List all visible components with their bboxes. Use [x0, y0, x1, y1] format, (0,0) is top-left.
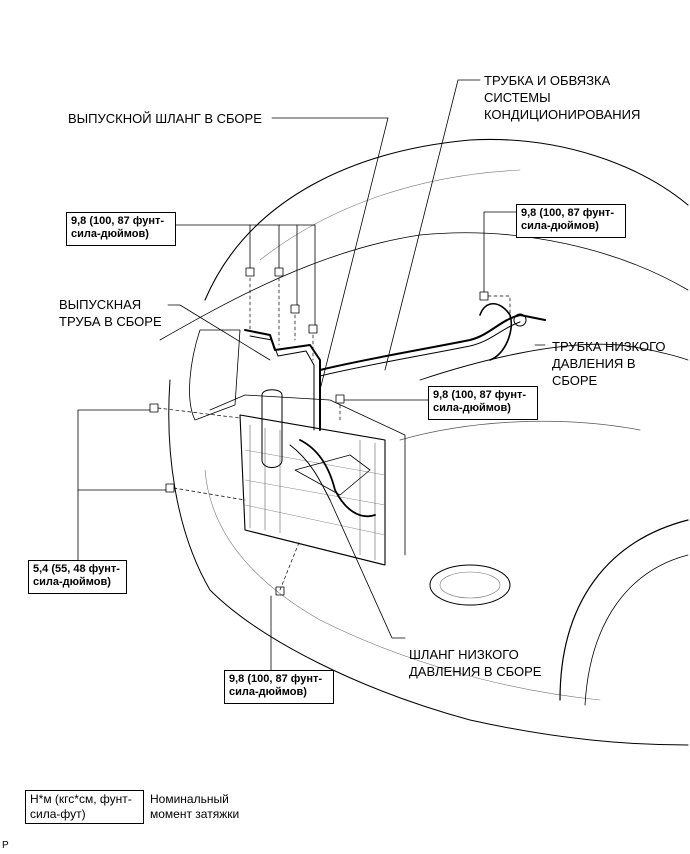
legend-description-line: момент затяжки — [150, 807, 240, 821]
leader-lines — [77, 79, 546, 671]
low-pressure-hose-label-line: ШЛАНГ НИЗКОГО — [409, 647, 519, 662]
install-lines — [157, 277, 511, 591]
discharge-pipe-label: ВЫПУСКНАЯ ТРУБА В СБОРЕ — [59, 296, 162, 330]
discharge-pipe — [244, 329, 321, 431]
discharge-pipe-label-line: ВЫПУСКНАЯ — [59, 297, 142, 312]
headlight-outline — [189, 329, 241, 421]
legend-description: Номинальный момент затяжки — [150, 792, 239, 822]
torque-spec-middle: 9,8 (100, 87 фунт- сила-дюймов) — [428, 386, 538, 420]
torque-spec-line: 9,8 (100, 87 фунт- — [229, 673, 323, 685]
torque-spec-line: сила-дюймов) — [33, 576, 111, 588]
low-pressure-pipe — [319, 314, 546, 371]
torque-spec-line: сила-дюймов) — [71, 228, 149, 240]
hood-edge — [159, 232, 689, 341]
low-pressure-hose-label-line: ДАВЛЕНИЯ В СБОРЕ — [409, 664, 542, 679]
legend-unit-line: сила-фут) — [30, 807, 86, 821]
torque-spec-line: 5,4 (55, 48 фунт- — [33, 563, 120, 575]
fender-outline — [419, 343, 689, 381]
condenser — [239, 414, 386, 566]
receiver-tank — [261, 389, 283, 468]
body-line — [399, 420, 641, 441]
ac-tube-label: ТРУБКА И ОБВЯЗКА СИСТЕМЫ КОНДИЦИОНИРОВАН… — [484, 72, 640, 123]
fog-light — [429, 564, 511, 606]
low-pressure-tube-bend — [479, 302, 512, 361]
torque-spec-top-left: 9,8 (100, 87 фунт- сила-дюймов) — [66, 212, 176, 246]
torque-spec-line: 9,8 (100, 87 фунт- — [521, 207, 615, 219]
torque-spec-line: 9,8 (100, 87 фунт- — [71, 215, 165, 227]
low-pressure-tube-label: ТРУБКА НИЗКОГО ДАВЛЕНИЯ В СБОРЕ — [552, 338, 666, 389]
hood-inner-line — [259, 169, 521, 261]
torque-spec-left: 5,4 (55, 48 фунт- сила-дюймов) — [28, 560, 127, 594]
legend-unit-line: Н*м (кгс*см, фунт- — [30, 792, 132, 806]
bumper-outline — [168, 379, 689, 746]
figure-code: P — [2, 840, 9, 851]
hood-outline — [204, 138, 689, 301]
ac-tube-label-line: ТРУБКА И ОБВЯЗКА — [484, 73, 611, 88]
low-pressure-hose — [299, 439, 376, 518]
low-pressure-tube-label-line: ТРУБКА НИЗКОГО — [552, 339, 666, 354]
low-pressure-hose-label: ШЛАНГ НИЗКОГО ДАВЛЕНИЯ В СБОРЕ — [409, 646, 541, 680]
torque-spec-top-right: 9,8 (100, 87 фунт- сила-дюймов) — [516, 204, 626, 238]
wheel-arch — [559, 519, 689, 701]
torque-spec-line: сила-дюймов) — [229, 686, 307, 698]
legend-description-line: Номинальный — [150, 792, 229, 806]
low-pressure-tube-label-line: ДАВЛЕНИЯ В — [552, 356, 636, 371]
legend-unit-box: Н*м (кгс*см, фунт- сила-фут) — [25, 790, 144, 824]
discharge-pipe-label-line: ТРУБА В СБОРЕ — [59, 314, 162, 329]
torque-spec-bottom: 9,8 (100, 87 фунт- сила-дюймов) — [224, 670, 334, 704]
ac-tube-label-line: КОНДИЦИОНИРОВАНИЯ — [484, 107, 641, 122]
bumper-lower — [204, 469, 601, 701]
low-pressure-tube-label-line: СБОРЕ — [552, 373, 598, 388]
ac-tube-label-line: СИСТЕМЫ — [484, 90, 551, 105]
torque-spec-line: сила-дюймов) — [433, 402, 511, 414]
discharge-hose-label: ВЫПУСКНОЙ ШЛАНГ В СБОРЕ — [68, 110, 262, 127]
torque-spec-line: сила-дюймов) — [521, 220, 599, 232]
discharge-hose-label-line: ВЫПУСКНОЙ ШЛАНГ В СБОРЕ — [68, 111, 262, 126]
torque-spec-line: 9,8 (100, 87 фунт- — [433, 389, 527, 401]
